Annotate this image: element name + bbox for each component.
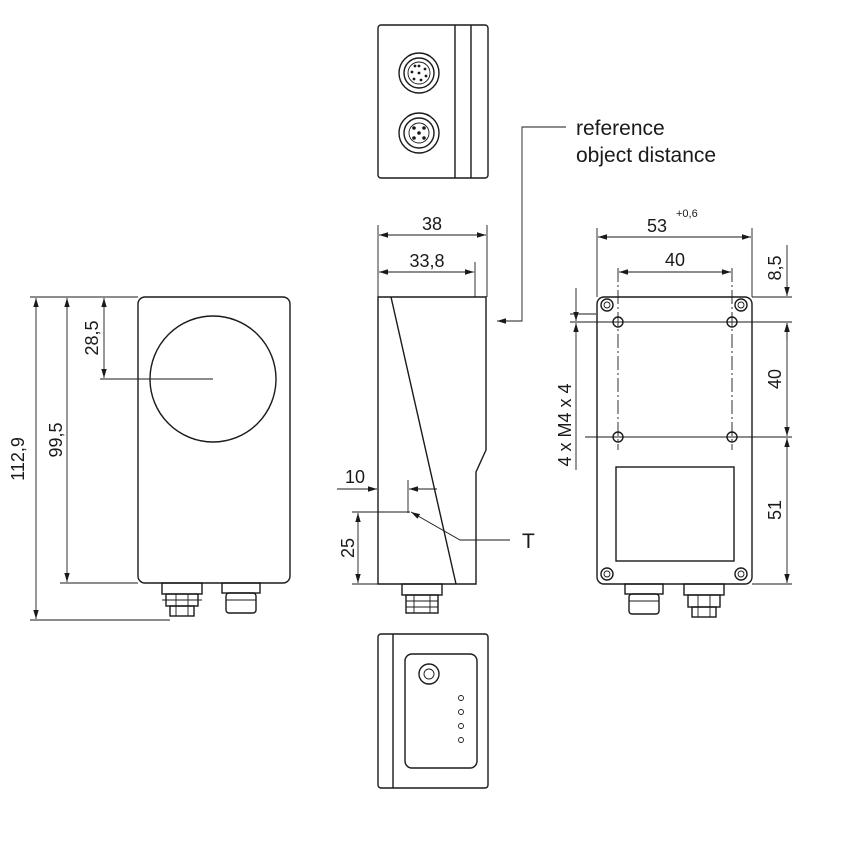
- dim-side-width-inner: 33,8: [409, 251, 444, 271]
- label-object-distance: object distance: [576, 144, 716, 167]
- back-housing: [596, 296, 753, 585]
- dim-side-width-total: 38: [422, 214, 442, 234]
- front-housing: [137, 296, 291, 584]
- dim-back-width: 53: [647, 216, 667, 236]
- led-3: [458, 723, 464, 729]
- knob-icon: [418, 663, 440, 685]
- dim-offset-10: 10: [345, 467, 365, 487]
- top-view: [377, 24, 489, 179]
- front-connector-left: [161, 582, 203, 617]
- dim-back-width-tolerance: +0,6: [676, 208, 698, 220]
- back-label-area: [615, 466, 735, 562]
- side-connector: [401, 583, 443, 614]
- screw-icons: [600, 298, 748, 581]
- front-connector-right: [221, 582, 261, 614]
- bottom-view: [377, 633, 489, 789]
- dim-overall-height: 112,9: [8, 437, 28, 481]
- connector-5pin: [398, 112, 440, 154]
- dim-lens-offset: 28,5: [82, 320, 102, 355]
- dim-offset-25: 25: [338, 538, 358, 558]
- back-connector-right: [683, 583, 725, 618]
- label-t: T: [522, 530, 535, 553]
- back-view: 53 +0,6 40 8,5 40 51 4 x M4 x 4: [555, 208, 792, 618]
- connector-12pin: [398, 52, 440, 94]
- top-housing: [377, 24, 489, 179]
- led-2: [458, 709, 464, 715]
- bottom-housing: [377, 633, 489, 789]
- dim-body-height: 99,5: [46, 422, 66, 457]
- dim-hole-to-bottom: 51: [765, 500, 785, 520]
- dim-hole-spacing-v: 40: [765, 369, 785, 389]
- side-housing: [377, 296, 487, 585]
- side-view: 38 33,8 10 25 T: [337, 214, 535, 614]
- led-1: [458, 695, 464, 701]
- led-4: [458, 737, 464, 743]
- status-panel: [404, 653, 478, 769]
- dim-hole-spacing-h: 40: [665, 250, 685, 270]
- label-reference: reference: [576, 117, 665, 140]
- m4-holes: [612, 316, 738, 443]
- back-connector-left: [624, 583, 664, 615]
- thread-spec: 4 x M4 x 4: [555, 383, 575, 466]
- front-view: 112,9 99,5 28,5: [8, 296, 291, 621]
- dim-hole-offset-top: 8,5: [765, 255, 785, 280]
